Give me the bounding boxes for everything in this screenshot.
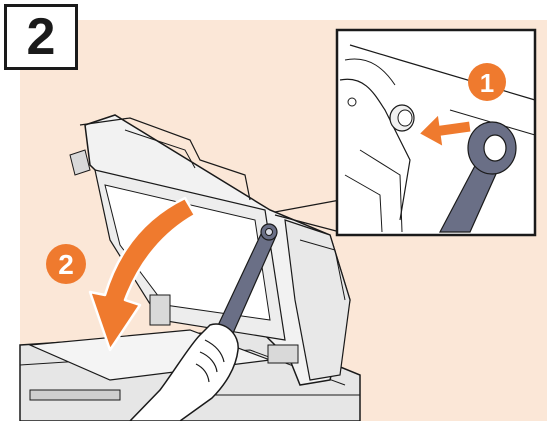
step-number: 2	[27, 7, 56, 67]
sub-step-1-label: 1	[480, 68, 494, 98]
detail-inset	[337, 30, 535, 235]
screw-icon	[390, 105, 414, 131]
step-number-box: 2	[4, 4, 78, 70]
sub-step-2-label: 2	[58, 249, 74, 280]
